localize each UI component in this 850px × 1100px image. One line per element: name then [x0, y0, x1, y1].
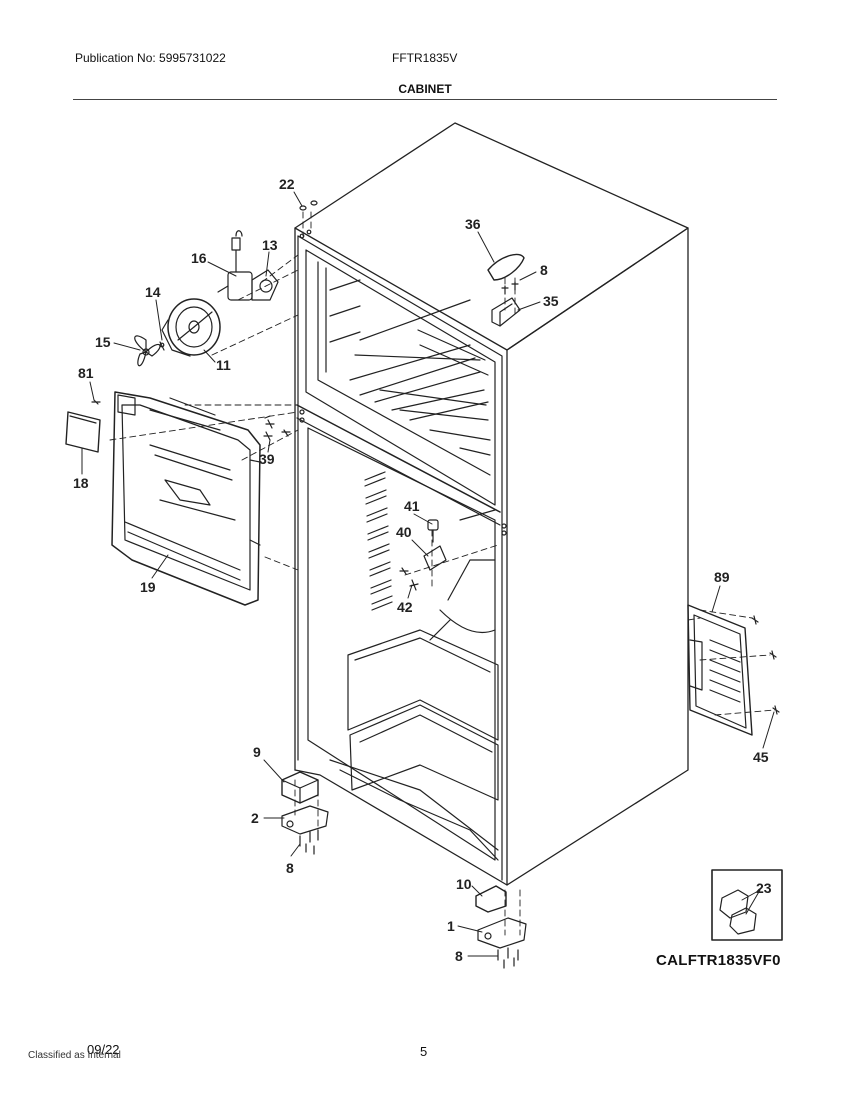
callout-39: 39 [259, 451, 275, 467]
callout-8-top: 8 [540, 262, 548, 278]
footer-date: 09/22 [87, 1042, 120, 1057]
model-number: FFTR1835V [392, 51, 458, 65]
part-22-pins [299, 200, 318, 211]
callout-40: 40 [396, 524, 412, 540]
callout-41: 41 [404, 498, 420, 514]
callout-8-bottom: 8 [455, 948, 463, 964]
header-rule [73, 99, 777, 100]
bottom-hinge-parts [281, 771, 527, 969]
callout-leaders [81, 191, 775, 957]
callout-9: 9 [253, 744, 261, 760]
section-title: CABINET [398, 82, 452, 96]
callout-13: 13 [262, 237, 278, 253]
center-hinge-parts [399, 519, 447, 591]
callout-23: 23 [756, 880, 772, 896]
footer-classification: Classified as Internal [28, 1050, 121, 1061]
callout-18: 18 [73, 475, 89, 491]
callout-42: 42 [397, 599, 413, 615]
drawing-id: CALFTR1835VF0 [656, 952, 781, 969]
publication-number: Publication No: 5995731022 [75, 51, 226, 65]
rear-access-panel [687, 604, 780, 736]
inset-box-23 [711, 869, 783, 941]
callout-81: 81 [78, 365, 94, 381]
callout-36: 36 [465, 216, 481, 232]
callout-89: 89 [714, 569, 730, 585]
assembly-dash-lines [109, 211, 776, 936]
callout-8-left: 8 [286, 860, 294, 876]
fan-motor-assembly [134, 230, 279, 367]
evaporator-cover [65, 391, 261, 606]
callout-10: 10 [456, 876, 472, 892]
callout-15: 15 [95, 334, 111, 350]
cabinet-illustration [294, 122, 689, 886]
callout-2: 2 [251, 810, 259, 826]
callout-14: 14 [145, 284, 161, 300]
callout-1: 1 [447, 918, 455, 934]
callout-16: 16 [191, 250, 207, 266]
callout-35: 35 [543, 293, 559, 309]
page-number: 5 [420, 1044, 428, 1059]
top-hinge-parts [487, 253, 525, 327]
callout-11: 11 [216, 357, 231, 373]
part-39-screws [263, 415, 291, 441]
callout-45: 45 [753, 749, 769, 765]
callout-19: 19 [140, 579, 156, 595]
callout-22: 22 [279, 176, 295, 192]
